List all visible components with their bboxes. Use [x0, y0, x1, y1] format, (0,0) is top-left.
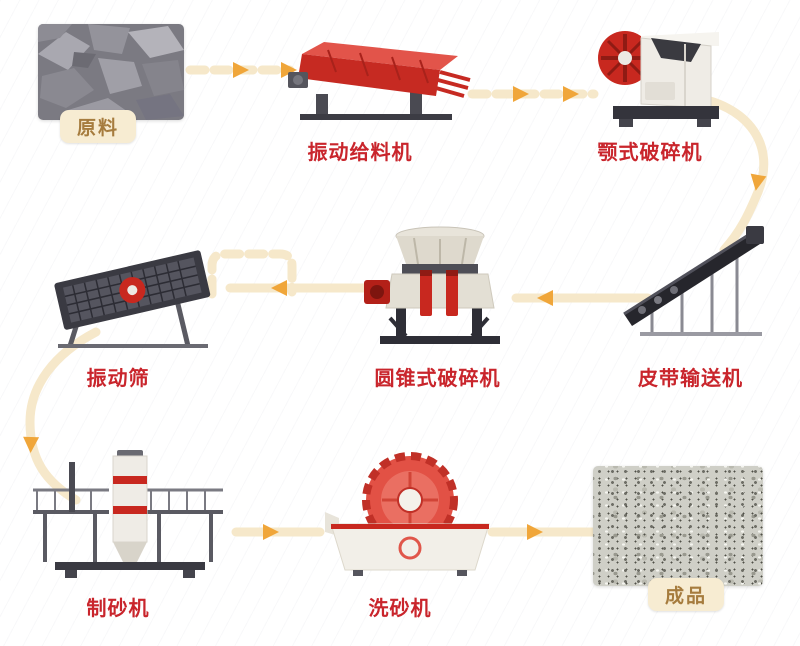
- sand-washer-label: 洗砂机: [368, 598, 432, 620]
- cone-crusher-graphic: [364, 226, 500, 344]
- vibrating-screen-image: [48, 238, 218, 353]
- vibrating-feeder-label: 振动给料机: [307, 142, 413, 164]
- cone-crusher-image: [362, 222, 512, 350]
- sand-washer-graphic: [325, 452, 490, 576]
- raw-material-image: [38, 24, 184, 120]
- jaw-crusher-image: [593, 20, 728, 130]
- cone-crusher-label: 圆锥式破碎机: [374, 368, 501, 390]
- vibrating-feeder-image: [288, 26, 473, 124]
- sand-washer-image: [325, 452, 495, 577]
- sand-maker-image: [25, 450, 230, 585]
- belt-conveyor-graphic: [623, 226, 764, 336]
- rock-pile-graphic: [38, 24, 184, 120]
- finished-product-image: [593, 466, 763, 586]
- vibrating-screen-label: 振动筛: [86, 368, 150, 390]
- flow-arrow-icons: [23, 62, 767, 540]
- vibrating-screen-graphic: [54, 250, 211, 348]
- jaw-crusher-label: 颚式破碎机: [597, 142, 703, 164]
- sand-maker-graphic: [33, 450, 223, 578]
- raw-material-badge: 原料: [60, 110, 137, 143]
- jaw-crusher-graphic: [598, 31, 719, 127]
- sand-maker-label: 制砂机: [86, 598, 150, 620]
- belt-conveyor-label: 皮带输送机: [638, 368, 743, 390]
- finished-product-badge: 成品: [648, 578, 725, 611]
- vibrating-feeder-graphic: [288, 42, 471, 120]
- belt-conveyor-image: [622, 222, 767, 342]
